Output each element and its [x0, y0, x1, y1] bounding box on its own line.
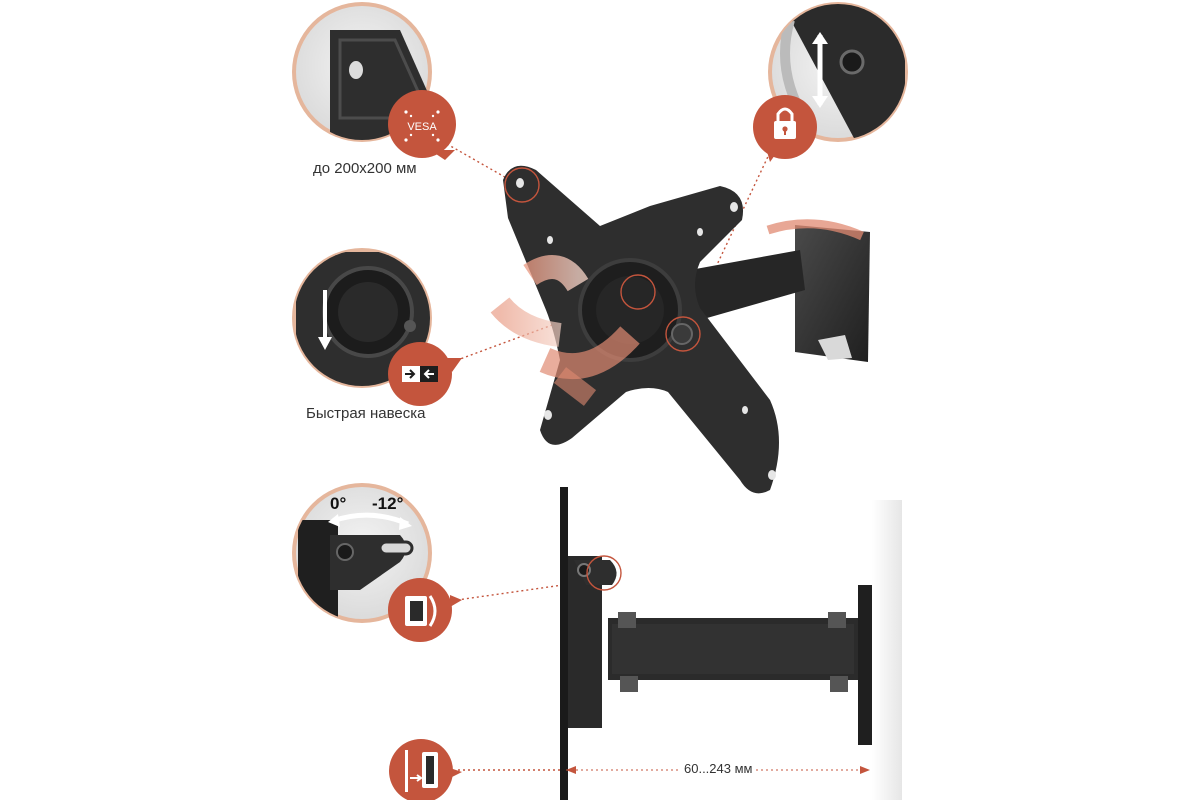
depth-icon: [405, 750, 438, 792]
tilt-angle-end: -12°: [372, 494, 404, 513]
vesa-badge-label: VESA: [407, 121, 437, 133]
tilt-icon: [405, 595, 437, 627]
tilt-badge: [388, 578, 462, 642]
bracket-front-view: [490, 165, 870, 494]
tilt-angle-start: 0°: [330, 494, 346, 513]
bracket-side-view: [560, 487, 902, 800]
quick-mount-badge: [388, 342, 462, 406]
padlock-icon: [774, 107, 796, 139]
depth-badge: [389, 739, 462, 800]
quick-mount-arrows-icon: [402, 366, 438, 382]
vesa-pattern-icon: [404, 110, 440, 142]
vesa-badge: [388, 90, 456, 160]
depth-dimension-label: 60...243 мм: [680, 761, 757, 776]
lock-badge: [753, 95, 817, 162]
quick-mount-caption: Быстрая навеска: [306, 405, 426, 422]
vesa-caption: до 200x200 мм: [313, 160, 417, 177]
